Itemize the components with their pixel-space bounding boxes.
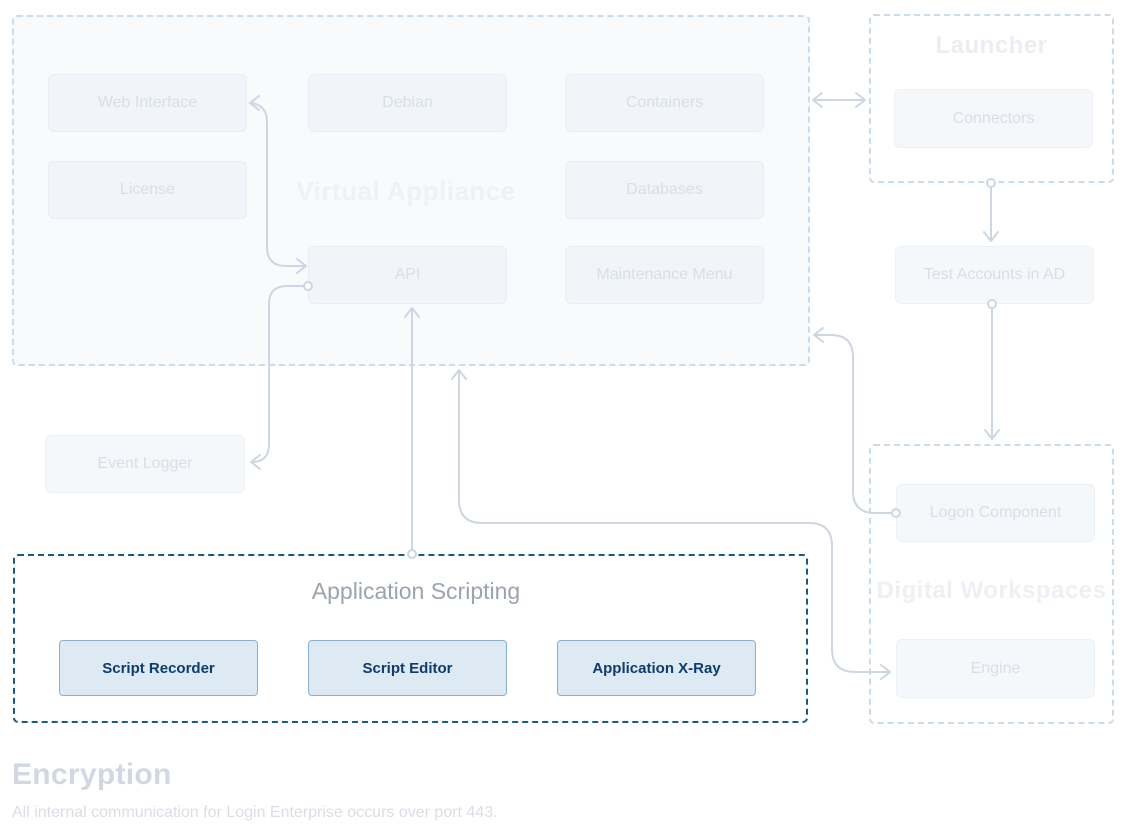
node-connectors: Connectors: [894, 89, 1093, 148]
encryption-description: All internal communication for Login Ent…: [12, 804, 498, 821]
node-event-logger: Event Logger: [45, 435, 245, 493]
node-application-xray[interactable]: Application X-Ray: [557, 640, 756, 696]
application-scripting-title: Application Scripting: [311, 578, 521, 604]
node-logon-component: Logon Component: [896, 484, 1095, 542]
arrow-connectors-test-accounts: [983, 178, 999, 242]
node-license: License: [48, 161, 247, 219]
node-api: API: [308, 246, 507, 304]
node-script-recorder[interactable]: Script Recorder: [59, 640, 258, 696]
arrow-va-launcher: [812, 92, 866, 108]
encryption-heading: Encryption: [12, 758, 172, 791]
node-containers: Containers: [565, 74, 764, 132]
node-debian: Debian: [308, 74, 507, 132]
node-databases: Databases: [565, 161, 764, 219]
node-script-editor[interactable]: Script Editor: [308, 640, 507, 696]
arrow-test-accounts-digital-workspaces: [984, 299, 1000, 440]
digital-workspaces-title: Digital Workspaces: [876, 577, 1107, 604]
node-test-accounts-in-ad: Test Accounts in AD: [895, 246, 1094, 304]
node-maintenance-menu: Maintenance Menu: [565, 246, 764, 304]
launcher-title: Launcher: [935, 32, 1048, 59]
virtual-appliance-title: Virtual Appliance: [296, 176, 516, 206]
node-engine: Engine: [896, 639, 1095, 698]
node-web-interface: Web Interface: [48, 74, 247, 132]
